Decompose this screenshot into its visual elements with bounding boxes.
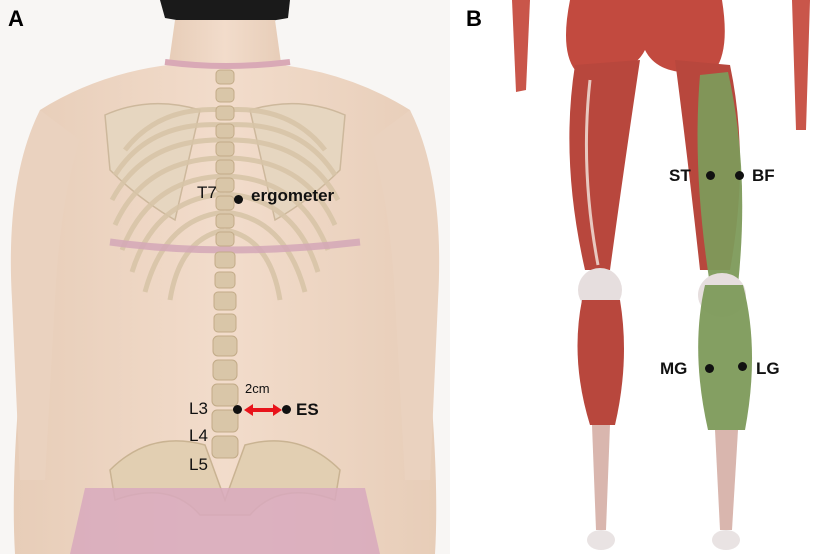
- ergometer-label: ergometer: [251, 186, 334, 206]
- l4-label: L4: [189, 426, 208, 446]
- l5-label: L5: [189, 455, 208, 475]
- distance-label: 2cm: [245, 381, 270, 396]
- st-marker-dot: [706, 171, 715, 180]
- bf-label: BF: [752, 166, 775, 186]
- es-marker-dot: [282, 405, 291, 414]
- back-skeleton-image: [0, 0, 450, 554]
- lg-marker-dot: [738, 362, 747, 371]
- lg-label: LG: [756, 359, 780, 379]
- es-label: ES: [296, 400, 319, 420]
- panel-a-letter: A: [8, 6, 24, 32]
- panel-b-letter: B: [466, 6, 482, 32]
- double-arrow-icon: [244, 402, 282, 418]
- mg-marker-dot: [705, 364, 714, 373]
- l3-label: L3: [189, 399, 208, 419]
- leg-muscle-image: [460, 0, 815, 554]
- t7-label: T7: [197, 183, 217, 203]
- t7-marker-dot: [234, 195, 243, 204]
- panel-a-back-illustration: A T7 ergometer 2cm L3 ES L4 L5: [0, 0, 450, 554]
- bf-marker-dot: [735, 171, 744, 180]
- l3-marker-dot: [233, 405, 242, 414]
- st-label: ST: [669, 166, 691, 186]
- panel-b-leg-muscles: B ST BF MG LG: [460, 0, 815, 554]
- mg-label: MG: [660, 359, 687, 379]
